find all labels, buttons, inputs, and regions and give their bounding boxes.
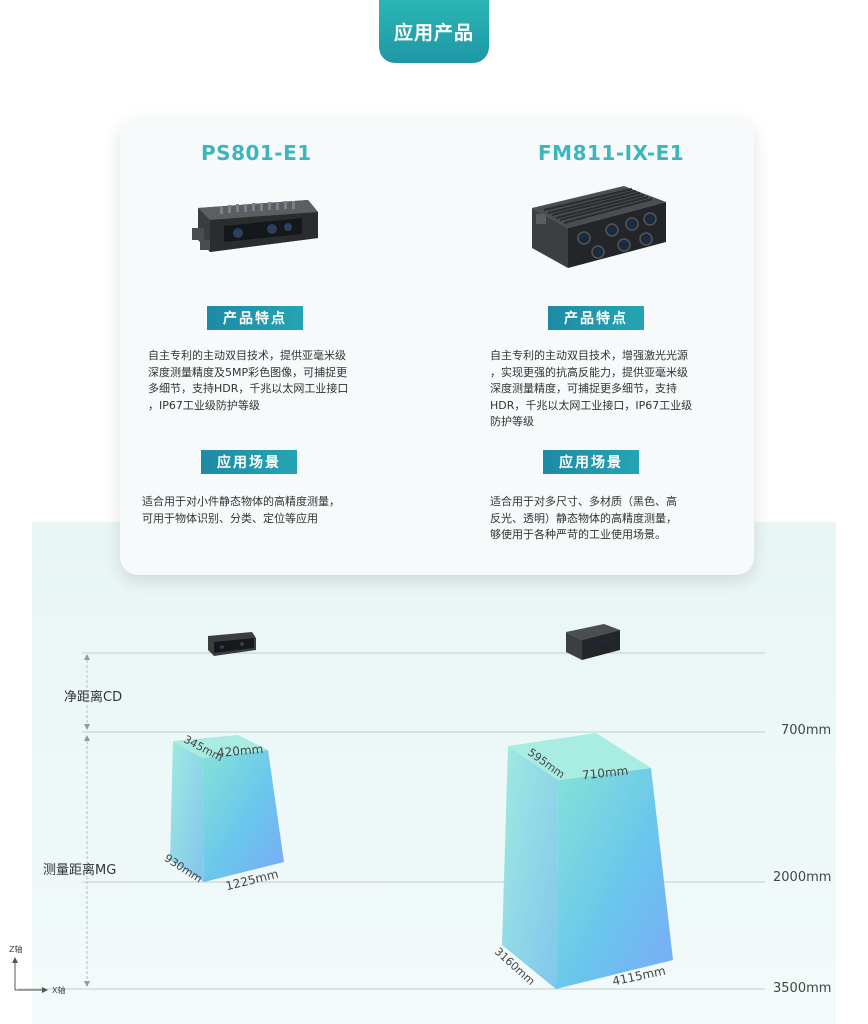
fm811-diagram-camera: [566, 624, 620, 660]
distance-mark-700: 700mm: [781, 723, 832, 738]
ps801-scenario-badge: 应用场景: [201, 450, 297, 474]
distance-mark-3500: 3500mm: [773, 981, 832, 996]
ps801-camera-image: [192, 200, 318, 252]
mg-arrow-top: [84, 735, 90, 741]
text-line: 深度测量精度及5MP彩色图像，可捕捉更: [148, 365, 348, 379]
text-line: 可用于物体识别、分类、定位等应用: [142, 511, 318, 525]
text-line: HDR，千兆以太网工业接口，IP67工业级: [490, 398, 693, 412]
text-line: 深度测量精度，可捕捉更多细节，支持: [490, 382, 677, 395]
text-line: 反光、透明）静态物体的高精度测量，: [490, 511, 677, 525]
cd-arrow-bottom: [84, 724, 90, 730]
text-line: ，IP67工业级防护等级: [148, 398, 260, 412]
ps801-features-text: 自主专利的主动双目技术，提供亚毫米级 深度测量精度及5MP彩色图像，可捕捉更 多…: [148, 348, 388, 414]
cd-arrow-top: [84, 654, 90, 660]
product-title-ps801: PS801-E1: [201, 141, 312, 165]
ps801-features-badge: 产品特点: [207, 306, 303, 330]
large-measurement-volume: [502, 733, 673, 989]
fm811-camera-image: [532, 186, 666, 268]
distance-mark-2000: 2000mm: [773, 870, 832, 885]
small-measurement-volume: [170, 735, 284, 882]
fm811-features-text: 自主专利的主动双目技术，增强激光光源 ，实现更强的抗高反能力，提供亚毫米级 深度…: [490, 348, 730, 431]
fm811-features-badge: 产品特点: [548, 306, 644, 330]
text-line: 自主专利的主动双目技术，增强激光光源: [490, 349, 688, 362]
axes-icon: [12, 957, 48, 993]
ps801-diagram-camera: [208, 632, 256, 656]
diagram-background: [32, 522, 836, 1024]
clear-distance-label: 净距离CD: [64, 690, 123, 705]
text-line: 自主专利的主动双目技术，提供亚毫米级: [148, 349, 346, 362]
section-title-tab: 应用产品: [379, 0, 489, 63]
text-line: 多细节，支持HDR，千兆以太网工业接口: [148, 382, 349, 395]
fm811-scenario-text: 适合用于对多尺寸、多材质（黑色、高 反光、透明）静态物体的高精度测量， 够使用于…: [490, 494, 730, 544]
fm811-scenario-badge: 应用场景: [543, 450, 639, 474]
text-line: 适合用于对多尺寸、多材质（黑色、高: [490, 495, 677, 508]
ps801-scenario-text: 适合用于对小件静态物体的高精度测量， 可用于物体识别、分类、定位等应用: [142, 494, 392, 527]
measurement-diagram: [12, 624, 765, 993]
products-card: [120, 118, 754, 575]
mg-arrow-bottom: [84, 981, 90, 987]
z-axis-label: Z轴: [9, 945, 23, 954]
x-axis-label: X轴: [52, 986, 66, 995]
text-line: 防护等级: [490, 415, 534, 428]
text-line: 适合用于对小件静态物体的高精度测量，: [142, 495, 340, 508]
measure-distance-label: 测量距离MG: [43, 863, 117, 878]
text-line: ，实现更强的抗高反能力，提供亚毫米级: [490, 365, 688, 379]
section-title: 应用产品: [393, 22, 474, 44]
text-line: 够使用于各种严苛的工业使用场景。: [490, 528, 666, 541]
product-title-fm811: FM811-IX-E1: [538, 141, 685, 165]
